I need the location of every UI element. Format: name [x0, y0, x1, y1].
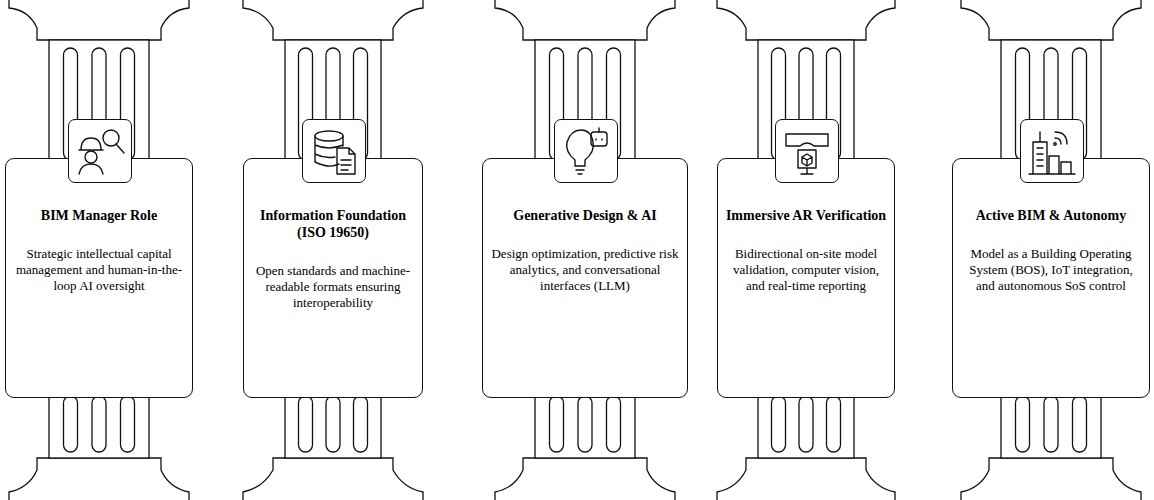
pillar-heading: Generative Design & AI	[489, 207, 681, 224]
pillar-heading: Active BIM & Autonomy	[959, 207, 1143, 224]
pillar	[243, 0, 423, 500]
icon-frame	[302, 119, 366, 183]
pillar-description: Strategic intellectual capital managemen…	[12, 246, 186, 294]
pillar	[9, 0, 189, 500]
pillar-heading: Immersive AR Verification	[724, 207, 888, 224]
pillar-description: Open standards and machine-readable form…	[250, 263, 416, 311]
pillar-description: Model as a Building Operating System (BO…	[959, 246, 1143, 294]
pillar-box: Active BIM & AutonomyModel as a Building…	[952, 158, 1150, 398]
pillar-box: Immersive AR VerificationBidirectional o…	[717, 158, 895, 398]
pillar-icon	[69, 120, 131, 182]
pillar-description: Design optimization, predictive risk ana…	[489, 246, 681, 294]
pillar-box: Generative Design & AI Design optimizatio…	[482, 158, 688, 398]
pillar-heading: BIM Manager Role	[12, 207, 186, 224]
pillar	[717, 0, 895, 500]
icon-frame	[775, 119, 839, 183]
pillar-icon	[555, 120, 617, 182]
pillar-icon	[303, 120, 365, 182]
pillar-heading: Information Foundation (ISO 19650)	[250, 207, 416, 241]
icon-frame	[1020, 119, 1084, 183]
pillar-icon	[1021, 120, 1083, 182]
pillar-box: BIM Manager RoleStrategic intellectual c…	[5, 158, 193, 398]
pillar-box: Information Foundation (ISO 19650) Open s…	[243, 158, 423, 398]
pillar-icon	[776, 120, 838, 182]
icon-frame	[554, 119, 618, 183]
pillar-description: Bidirectional on-site model validation, …	[724, 246, 888, 294]
icon-frame	[68, 119, 132, 183]
